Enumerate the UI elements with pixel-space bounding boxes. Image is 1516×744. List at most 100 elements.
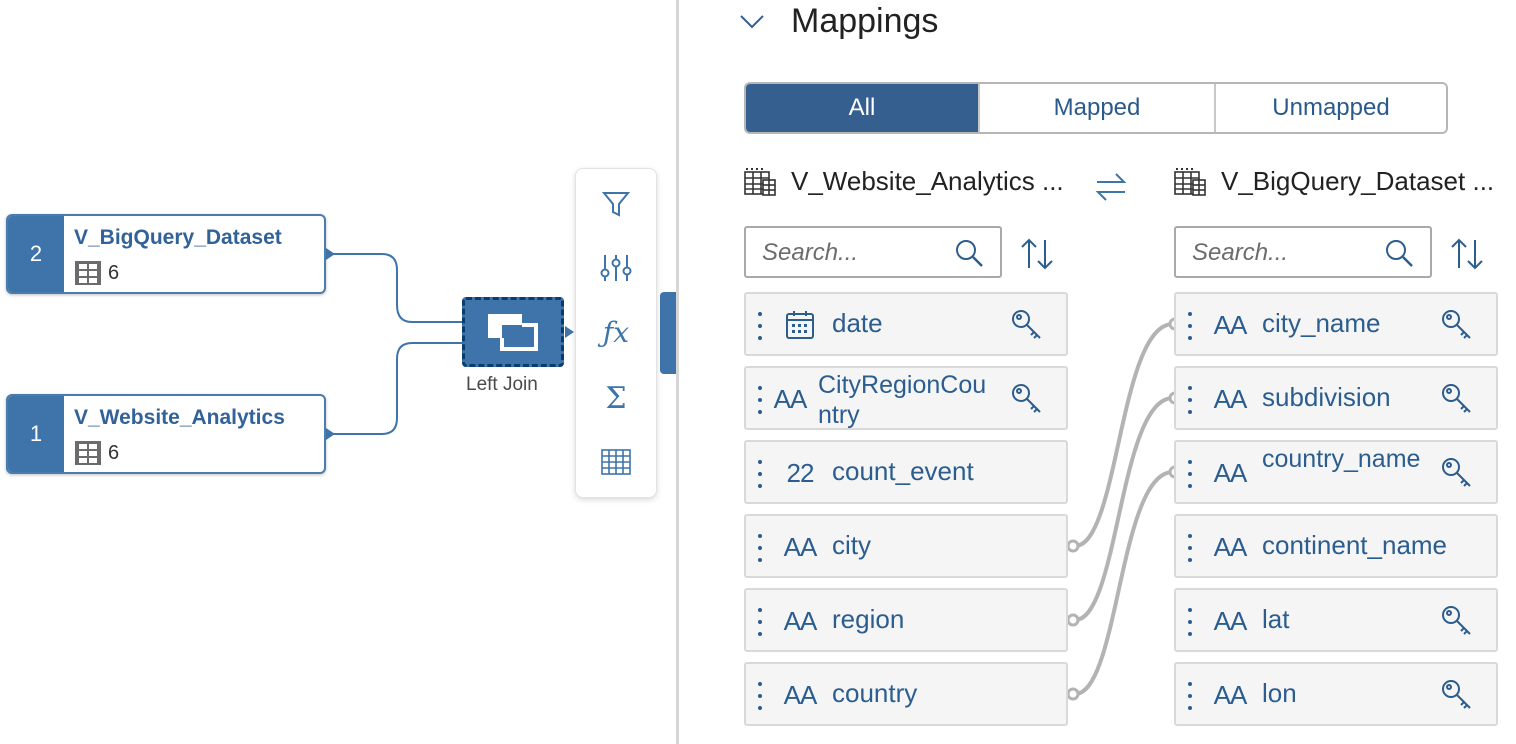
mapping-filter-segmented-button: All Mapped Unmapped bbox=[744, 82, 1448, 134]
string-type-icon: AA bbox=[1213, 383, 1248, 414]
key-icon bbox=[1010, 308, 1044, 347]
string-type-icon: AA bbox=[783, 605, 818, 636]
right-column-row-country-name[interactable]: AA country_name bbox=[1174, 440, 1498, 504]
search-icon[interactable] bbox=[1384, 238, 1414, 273]
mappings-section-header[interactable]: Mappings bbox=[737, 2, 938, 41]
column-name: continent_name bbox=[1262, 530, 1448, 560]
sort-icon[interactable] bbox=[1447, 234, 1487, 274]
column-name: city_name bbox=[1262, 308, 1381, 338]
sort-icon[interactable] bbox=[1017, 234, 1057, 274]
drag-handle-icon[interactable] bbox=[758, 534, 762, 562]
drag-handle-icon[interactable] bbox=[1188, 608, 1192, 636]
join-node-label: Left Join bbox=[466, 374, 538, 395]
left-column-row-count-event[interactable]: 22 count_event bbox=[744, 440, 1068, 504]
left-join-node[interactable] bbox=[462, 297, 564, 367]
data-flow-canvas[interactable]: 2 V_BigQuery_Dataset 6 1 V_Website_Analy… bbox=[0, 0, 676, 744]
column-name: count_event bbox=[832, 456, 974, 486]
drag-handle-icon[interactable] bbox=[1188, 534, 1192, 562]
column-name: country_name bbox=[1262, 445, 1421, 473]
right-column-row-lat[interactable]: AA lat bbox=[1174, 588, 1498, 652]
view-table-icon bbox=[1173, 167, 1207, 197]
section-title: Mappings bbox=[791, 2, 939, 40]
column-name: country bbox=[832, 678, 918, 708]
join-icon bbox=[488, 314, 538, 351]
output-port[interactable] bbox=[326, 428, 335, 440]
formula-icon[interactable]: ƒx bbox=[602, 315, 630, 349]
calendar-icon bbox=[782, 308, 818, 342]
column-count: 6 bbox=[108, 441, 120, 464]
drag-handle-icon[interactable] bbox=[1188, 386, 1192, 414]
key-icon bbox=[1440, 456, 1474, 495]
right-source-header: V_BigQuery_Dataset ... bbox=[1173, 166, 1494, 197]
filter-unmapped-button[interactable]: Unmapped bbox=[1214, 84, 1446, 132]
key-icon bbox=[1440, 382, 1474, 421]
right-search-field[interactable] bbox=[1174, 226, 1432, 278]
node-order-badge: 1 bbox=[8, 396, 64, 472]
column-name: region bbox=[832, 604, 905, 634]
column-name: subdivision bbox=[1262, 382, 1391, 412]
string-type-icon: AA bbox=[1213, 531, 1248, 562]
node-title: V_BigQuery_Dataset bbox=[74, 226, 282, 249]
key-icon bbox=[1440, 308, 1474, 347]
mappings-panel: Mappings All Mapped Unmapped V_Website_A… bbox=[676, 0, 1516, 744]
source-node-bigquery[interactable]: 2 V_BigQuery_Dataset 6 bbox=[6, 214, 326, 294]
table-icon[interactable] bbox=[576, 437, 656, 487]
string-type-icon: AA bbox=[783, 679, 818, 710]
string-type-icon: AA bbox=[1213, 679, 1248, 710]
right-source-title: V_BigQuery_Dataset ... bbox=[1221, 166, 1495, 196]
chevron-down-icon[interactable] bbox=[737, 7, 767, 37]
column-name: lon bbox=[1262, 678, 1297, 708]
string-type-icon: AA bbox=[1213, 309, 1248, 340]
view-table-icon bbox=[743, 167, 777, 197]
drag-handle-icon[interactable] bbox=[758, 312, 762, 340]
right-column-row-city-name[interactable]: AA city_name bbox=[1174, 292, 1498, 356]
table-icon bbox=[75, 441, 101, 465]
left-source-header: V_Website_Analytics ... bbox=[743, 166, 1064, 197]
output-port[interactable] bbox=[326, 248, 335, 260]
drag-handle-icon[interactable] bbox=[1188, 682, 1192, 710]
right-column-row-subdivision[interactable]: AA subdivision bbox=[1174, 366, 1498, 430]
source-node-website-analytics[interactable]: 1 V_Website_Analytics 6 bbox=[6, 394, 326, 474]
table-icon bbox=[75, 261, 101, 285]
string-type-icon: AA bbox=[783, 531, 818, 562]
drag-handle-icon[interactable] bbox=[758, 608, 762, 636]
column-name: date bbox=[832, 308, 883, 338]
key-icon bbox=[1440, 678, 1474, 717]
output-node-edge[interactable] bbox=[660, 292, 676, 374]
node-order-badge: 2 bbox=[8, 216, 64, 292]
drag-handle-icon[interactable] bbox=[758, 460, 762, 488]
column-name: city bbox=[832, 530, 871, 560]
drag-handle-icon[interactable] bbox=[1188, 460, 1192, 488]
drag-handle-icon[interactable] bbox=[758, 386, 762, 414]
filter-all-button[interactable]: All bbox=[746, 84, 978, 132]
column-name: lat bbox=[1262, 604, 1290, 634]
right-column-row-continent-name[interactable]: AA continent_name bbox=[1174, 514, 1498, 578]
number-type-icon: 22 bbox=[786, 457, 815, 488]
column-count: 6 bbox=[108, 261, 120, 284]
left-column-row-country[interactable]: AA country bbox=[744, 662, 1068, 726]
search-icon[interactable] bbox=[954, 238, 984, 273]
node-action-toolbar: ƒx Σ bbox=[575, 168, 657, 498]
filter-mapped-button[interactable]: Mapped bbox=[978, 84, 1214, 132]
filter-icon[interactable] bbox=[576, 179, 656, 229]
key-icon bbox=[1010, 382, 1044, 421]
string-type-icon: AA bbox=[1213, 605, 1248, 636]
join-output-port[interactable] bbox=[565, 326, 574, 338]
column-name: CityRegionCountry bbox=[818, 371, 987, 429]
left-column-row-city[interactable]: AA city bbox=[744, 514, 1068, 578]
right-column-row-lon[interactable]: AA lon bbox=[1174, 662, 1498, 726]
left-column-row-region[interactable]: AA region bbox=[744, 588, 1068, 652]
left-source-title: V_Website_Analytics ... bbox=[791, 166, 1064, 196]
string-type-icon: AA bbox=[1213, 457, 1248, 488]
swap-sources-icon[interactable] bbox=[1094, 170, 1128, 209]
adjust-columns-icon[interactable] bbox=[576, 243, 656, 293]
drag-handle-icon[interactable] bbox=[758, 682, 762, 710]
left-search-input[interactable] bbox=[746, 228, 964, 278]
right-search-input[interactable] bbox=[1176, 228, 1394, 278]
aggregation-icon[interactable]: Σ bbox=[605, 380, 627, 416]
left-search-field[interactable] bbox=[744, 226, 1002, 278]
left-column-row-cityregioncountry[interactable]: AA CityRegionCountry bbox=[744, 366, 1068, 430]
string-type-icon: AA bbox=[773, 383, 808, 414]
drag-handle-icon[interactable] bbox=[1188, 312, 1192, 340]
left-column-row-date[interactable]: date bbox=[744, 292, 1068, 356]
